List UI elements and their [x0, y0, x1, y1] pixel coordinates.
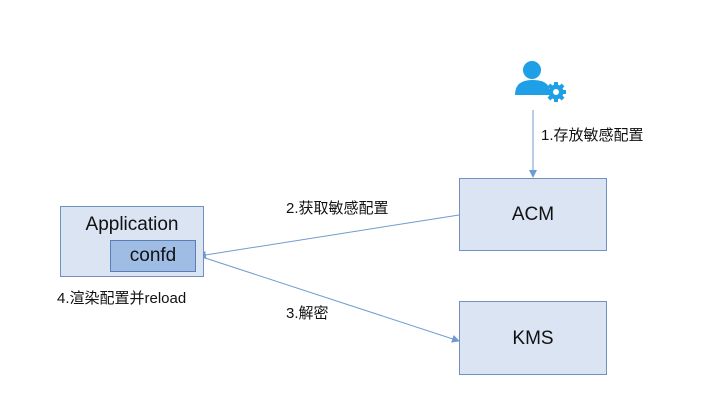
user-gear-icon: [515, 61, 566, 102]
edge-fetch-arrow: [198, 214, 460, 259]
node-application-label: Application: [85, 214, 179, 235]
node-acm: ACM: [459, 178, 607, 251]
edge-decrypt-arrow: [198, 255, 460, 343]
node-acm-label: ACM: [511, 204, 555, 225]
edge-decrypt-label: 3.解密: [286, 305, 329, 322]
node-kms-label: KMS: [512, 328, 554, 349]
node-confd-label: confd: [129, 245, 177, 266]
edge-render-label: 4.渲染配置并reload: [57, 290, 187, 307]
node-kms: KMS: [459, 301, 607, 375]
edge-fetch-label: 2.获取敏感配置: [286, 200, 389, 217]
node-confd: confd: [110, 240, 196, 272]
edge-store-label: 1.存放敏感配置: [541, 127, 644, 144]
node-application: Application confd: [60, 206, 204, 277]
